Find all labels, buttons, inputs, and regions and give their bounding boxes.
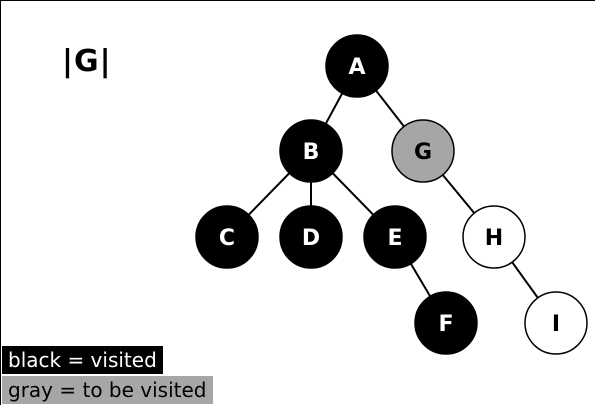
node-label-g: G (414, 140, 432, 165)
node-label-e: E (387, 226, 402, 251)
node-label-c: C (219, 226, 235, 251)
node-label-a: A (348, 55, 365, 80)
node-f (414, 291, 478, 355)
legend-to-be-visited: gray = to be visited (2, 376, 213, 404)
node-d (279, 205, 343, 269)
node-h (462, 205, 526, 269)
tree-edges (226, 65, 557, 324)
queue-label: |G| (62, 44, 112, 79)
node-g (391, 119, 455, 183)
node-label-f: F (438, 312, 453, 337)
node-label-b: B (303, 140, 320, 165)
node-label-i: I (552, 312, 560, 337)
tree-nodes: A B G C D E H F I (195, 34, 588, 355)
node-a (325, 34, 389, 98)
node-i (524, 291, 588, 355)
node-label-d: D (302, 226, 320, 251)
legend-visited: black = visited (2, 346, 163, 374)
node-c (195, 205, 259, 269)
node-label-h: H (485, 226, 503, 251)
node-b (279, 119, 343, 183)
node-e (363, 205, 427, 269)
